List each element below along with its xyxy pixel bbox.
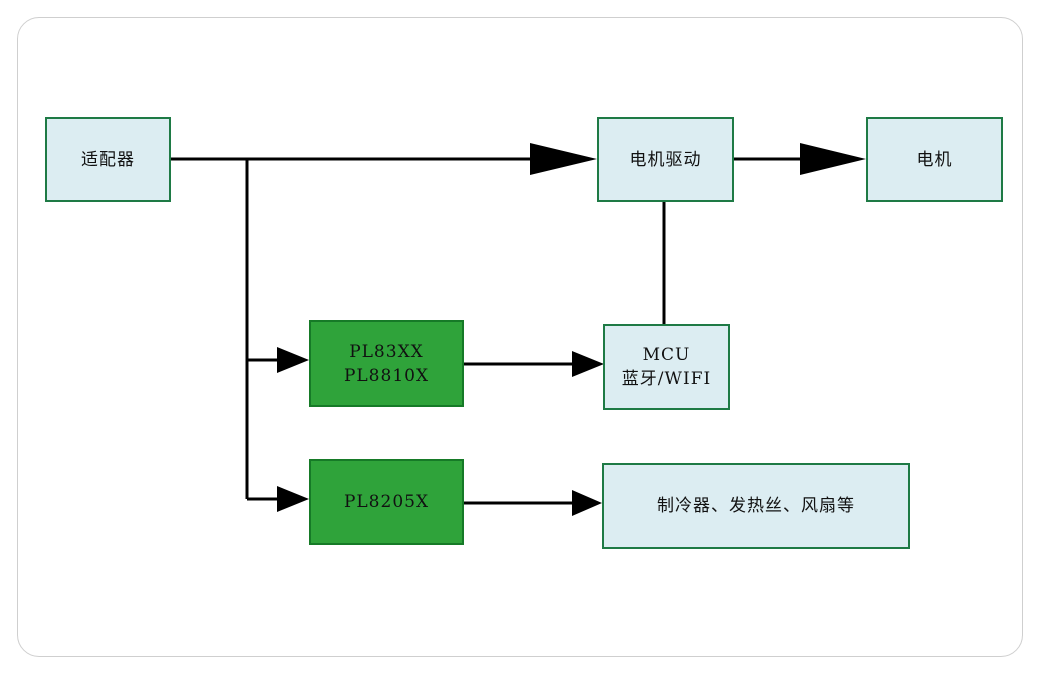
mcu-label-line1: MCU	[642, 345, 691, 365]
arrowhead-mcu	[572, 351, 604, 377]
arrowhead-motor	[800, 143, 866, 175]
adapter-label: 适配器	[81, 149, 135, 170]
mcu-box: MCU 蓝牙/WIFI	[603, 324, 730, 410]
pl8205-label: PL8205X	[343, 492, 430, 512]
adapter-box: 适配器	[45, 117, 171, 202]
motor-driver-label: 电机驱动	[629, 149, 702, 170]
pl8205-box: PL8205X	[309, 459, 464, 545]
motor-label: 电机	[916, 149, 953, 170]
arrowhead-driver	[530, 143, 597, 175]
loads-label: 制冷器、发热丝、风扇等	[657, 496, 855, 516]
pl83-box: PL83XX PL8810X	[309, 320, 464, 407]
arrowhead-pl8205	[277, 486, 309, 512]
loads-box: 制冷器、发热丝、风扇等	[602, 463, 910, 549]
motor-driver-box: 电机驱动	[597, 117, 734, 202]
arrowhead-loads	[572, 490, 602, 516]
mcu-label-line2: 蓝牙/WIFI	[621, 369, 712, 389]
pl83-label-line2: PL8810X	[343, 365, 430, 386]
motor-box: 电机	[866, 117, 1003, 202]
arrowhead-pl83	[277, 347, 309, 373]
pl83-label-line1: PL83XX	[349, 341, 424, 362]
diagram-frame	[17, 17, 1023, 657]
